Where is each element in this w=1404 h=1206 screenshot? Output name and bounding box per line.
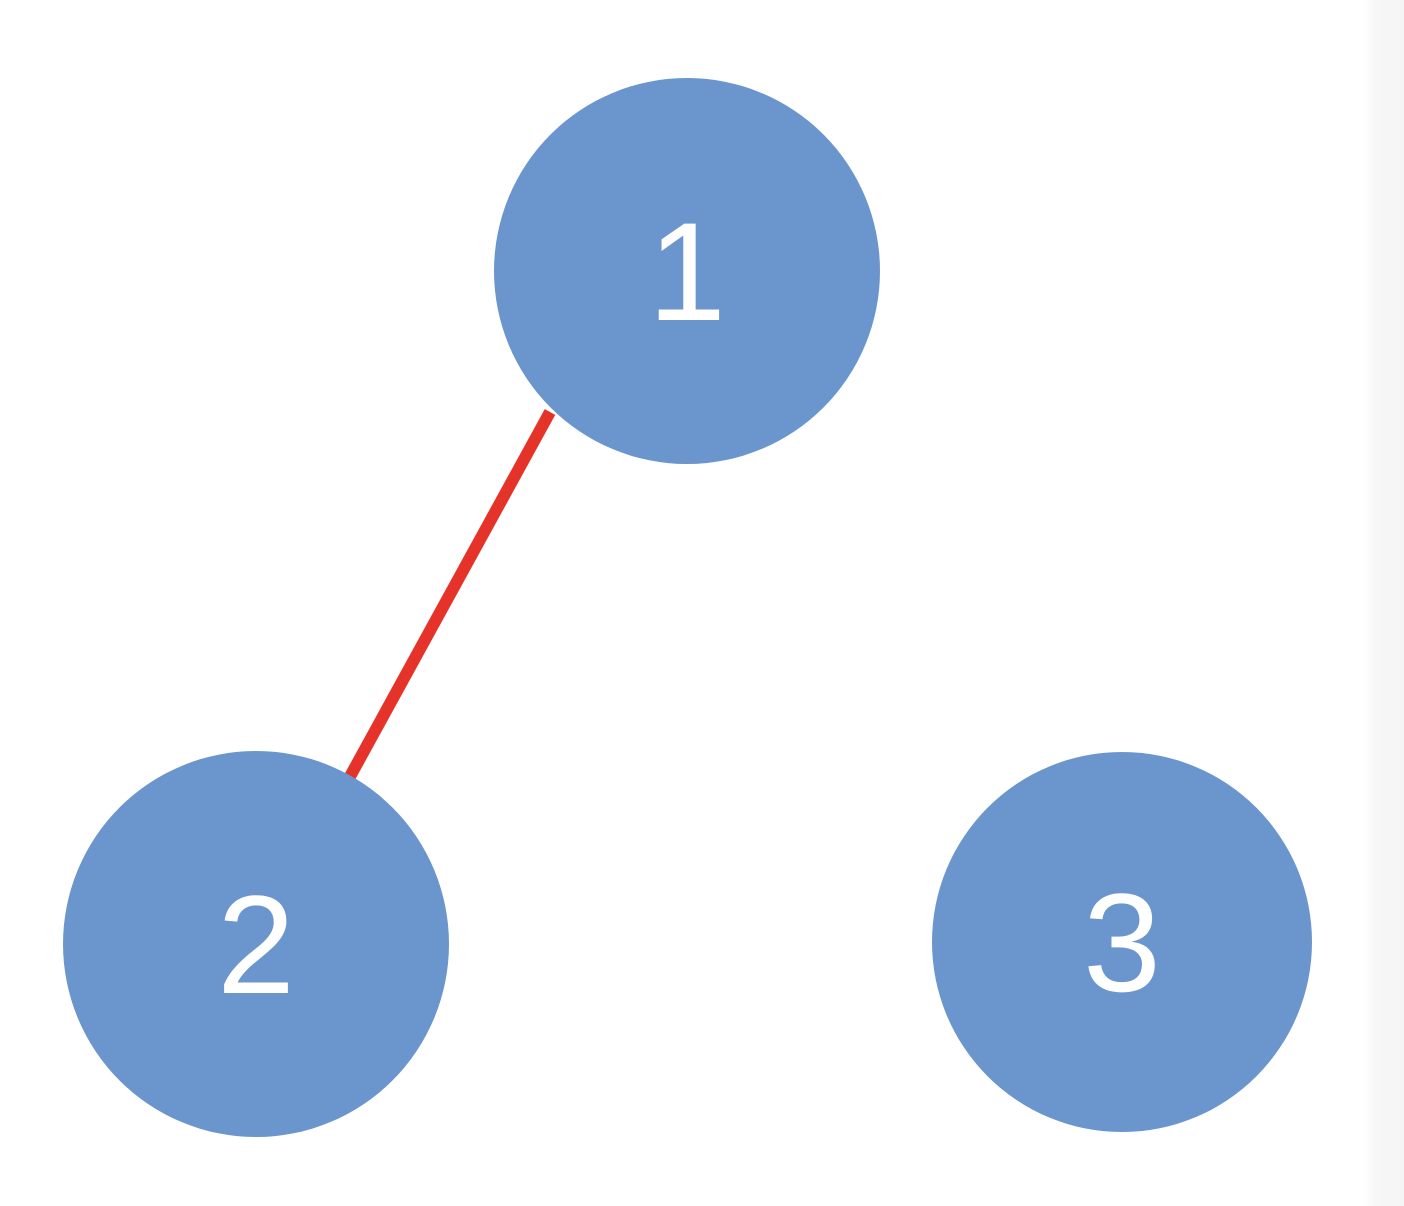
right-edge-gutter: [1362, 0, 1404, 1206]
graph-node-1[interactable]: [494, 78, 880, 464]
graph-edge-1-2[interactable]: [341, 409, 556, 785]
graph-node-3[interactable]: [932, 752, 1312, 1132]
graph-node-2[interactable]: [63, 751, 449, 1137]
